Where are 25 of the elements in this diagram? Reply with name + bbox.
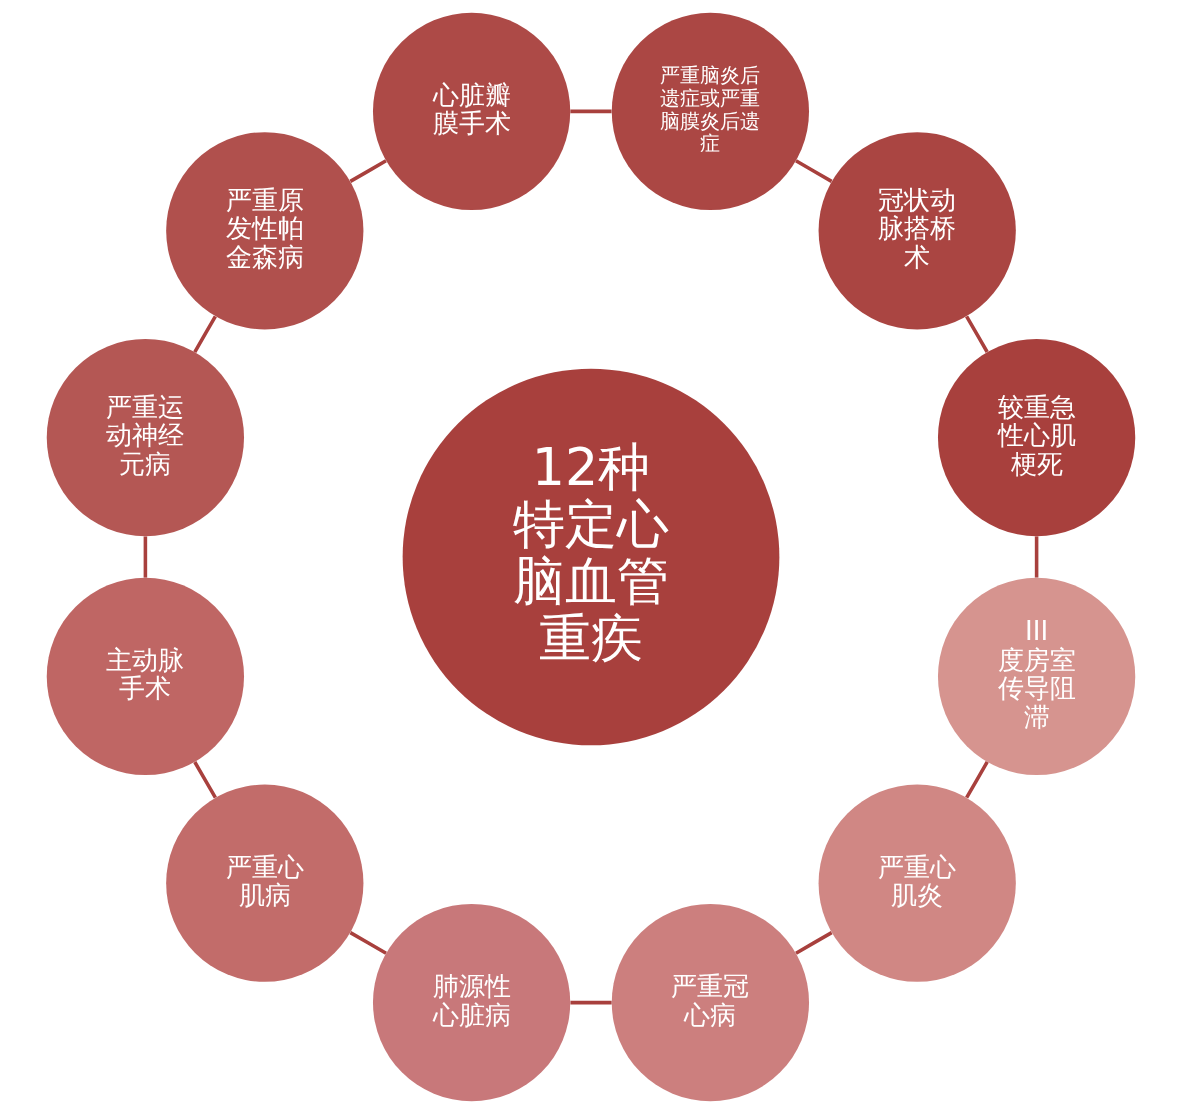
connector [193,315,217,353]
node-circle: 严重脑炎后遗症或严重脑膜炎后遗症 [611,12,810,211]
node-circle: 冠状动脉搭桥术 [818,132,1016,330]
connector [1034,536,1039,578]
node-circle: 12种特定心脑血管重疾 [402,368,780,746]
node-circle: 严重心肌炎 [818,784,1016,982]
connector [570,1000,612,1005]
connector [349,159,387,183]
node-circle: 心脏瓣膜手术 [372,12,571,211]
connector [193,761,217,799]
connector [349,931,387,955]
connector [143,536,148,578]
connector [570,109,612,114]
connector [965,761,989,799]
node-circle: 主动脉手术 [46,577,245,776]
node-circle: 严重原发性帕金森病 [166,132,364,330]
connector [795,931,833,955]
node-circle: III度房室传导阻滞 [937,577,1136,776]
connector [965,315,989,353]
node-circle: 严重心肌病 [166,784,364,982]
connector [795,159,833,183]
node-circle: 肺源性心脏病 [372,903,571,1102]
node-circle: 严重运动神经元病 [46,338,245,537]
node-circle: 较重急性心肌梗死 [937,338,1136,537]
node-circle: 严重冠心病 [611,903,810,1102]
